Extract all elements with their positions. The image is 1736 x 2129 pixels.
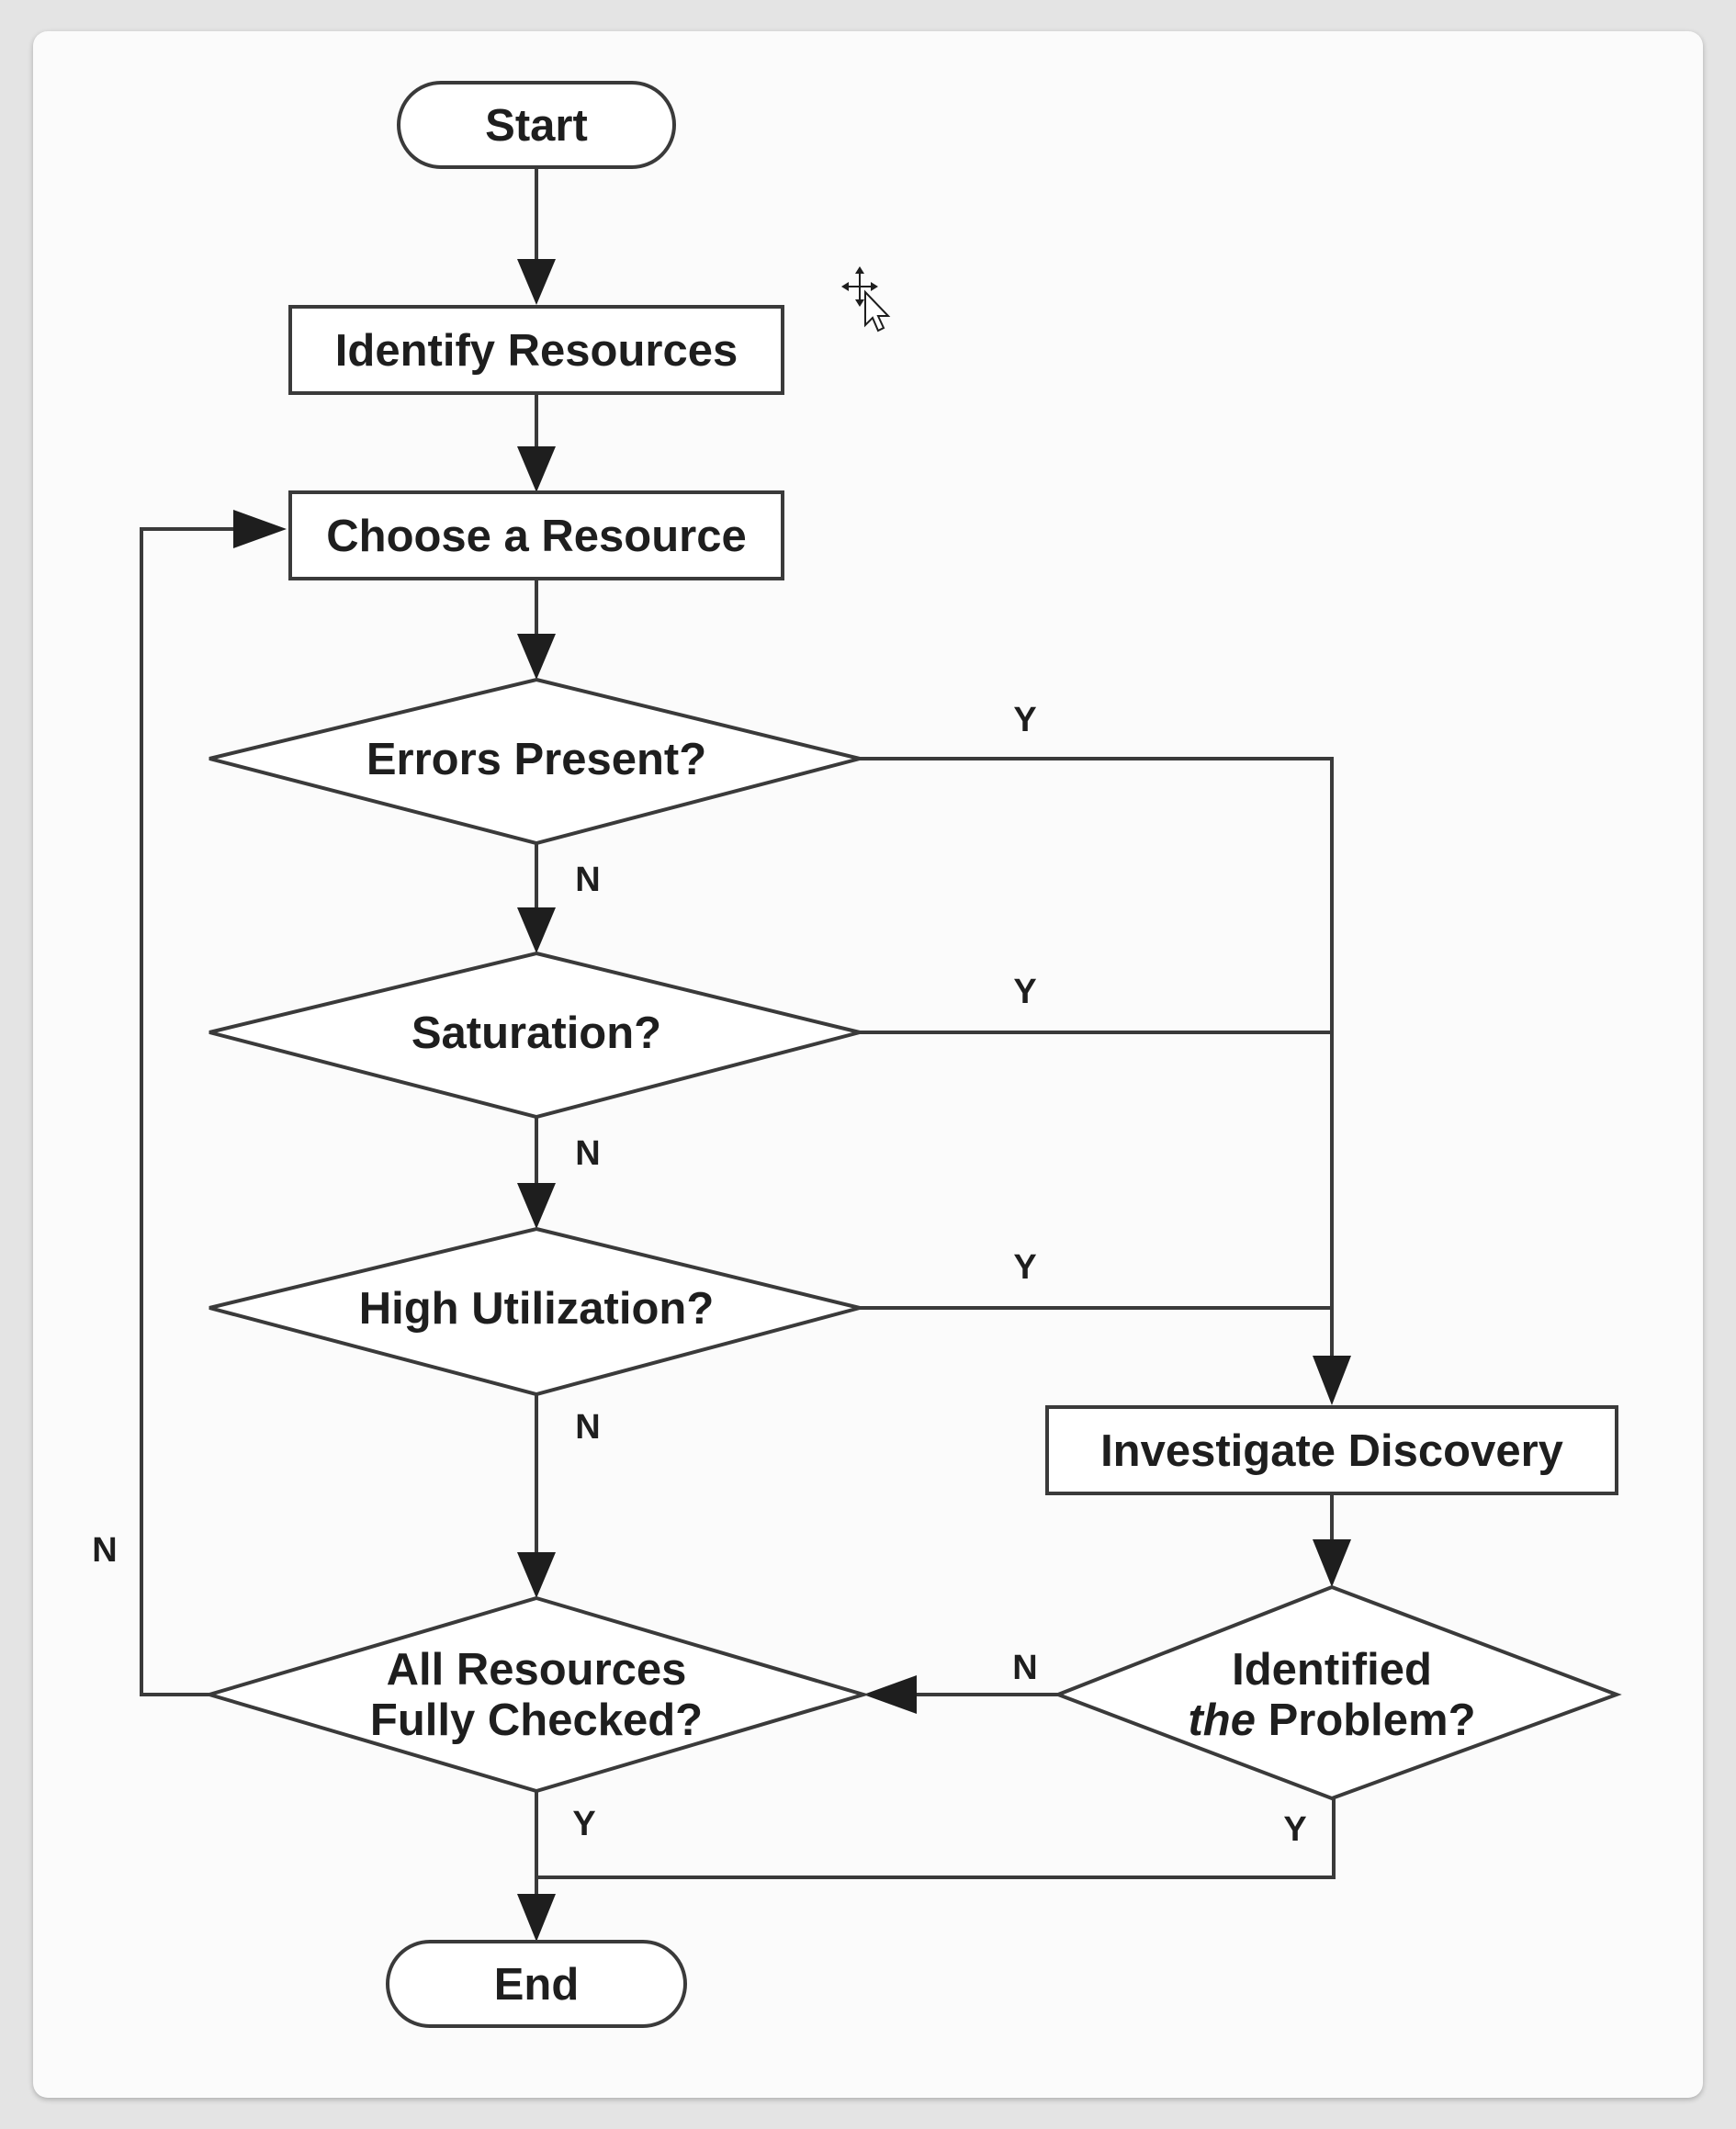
arrowhead-icon <box>233 510 287 548</box>
errors-present-decision: Errors Present? <box>209 677 861 846</box>
investigate-discovery-node: Investigate Discovery <box>1045 1405 1618 1495</box>
arrowhead-icon <box>863 1675 917 1714</box>
start-node: Start <box>397 81 676 169</box>
start-label: Start <box>485 101 588 151</box>
investigate-discovery-label: Investigate Discovery <box>1100 1426 1563 1476</box>
identified-problem-line2: the Problem? <box>1188 1695 1475 1745</box>
all-resources-line2: Fully Checked? <box>370 1695 703 1745</box>
identify-resources-node: Identify Resources <box>288 305 784 395</box>
identified-problem-italic: the <box>1188 1695 1256 1745</box>
end-node: End <box>386 1940 687 2028</box>
choose-resource-node: Choose a Resource <box>288 490 784 580</box>
edge-label-checked-no: N <box>92 1531 117 1570</box>
identify-resources-label: Identify Resources <box>335 326 738 376</box>
arrowhead-icon <box>517 1183 556 1229</box>
edge-label-checked-yes: Y <box>572 1805 595 1843</box>
move-cursor-icon <box>841 266 891 332</box>
identified-problem-decision: Identified the Problem? <box>1053 1584 1622 1801</box>
high-utilization-decision: High Utilization? <box>209 1226 861 1397</box>
arrowhead-icon <box>517 634 556 680</box>
high-utilization-label: High Utilization? <box>359 1284 715 1334</box>
edge-errors-investigate <box>860 757 1334 1356</box>
edge-label-errors-yes: Y <box>1013 701 1036 739</box>
identified-problem-line1: Identified <box>1232 1645 1432 1695</box>
all-resources-line1: All Resources <box>387 1645 687 1695</box>
identified-problem-rest: Problem? <box>1256 1695 1476 1745</box>
flowchart-diagram: Start Identify Resources Choose a Resour… <box>92 81 1622 2028</box>
errors-present-label: Errors Present? <box>366 735 706 784</box>
saturation-decision: Saturation? <box>209 951 861 1120</box>
all-resources-checked-decision: All Resources Fully Checked? <box>202 1595 871 1794</box>
arrowhead-icon <box>517 1552 556 1598</box>
edge-label-utilization-yes: Y <box>1013 1248 1036 1287</box>
arrowhead-icon <box>517 259 556 305</box>
edge-label-saturation-yes: Y <box>1013 973 1036 1011</box>
arrowhead-icon <box>1313 1539 1351 1587</box>
choose-resource-label: Choose a Resource <box>326 512 747 561</box>
arrowhead-icon <box>517 907 556 953</box>
end-label: End <box>494 1960 580 2010</box>
arrowhead-icon <box>517 446 556 492</box>
edge-label-identified-yes: Y <box>1283 1810 1306 1849</box>
edge-checked-choose <box>140 527 233 1696</box>
edge-label-identified-no: N <box>1012 1649 1037 1687</box>
edge-label-errors-no: N <box>575 861 600 899</box>
edge-identified-end <box>536 1798 1336 1879</box>
arrowhead-icon <box>517 1894 556 1942</box>
saturation-label: Saturation? <box>411 1008 661 1058</box>
arrowhead-icon <box>1313 1356 1351 1405</box>
flowchart-canvas: Start Identify Resources Choose a Resour… <box>33 31 1703 2098</box>
edge-label-saturation-no: N <box>575 1134 600 1173</box>
edge-label-utilization-no: N <box>575 1408 600 1447</box>
